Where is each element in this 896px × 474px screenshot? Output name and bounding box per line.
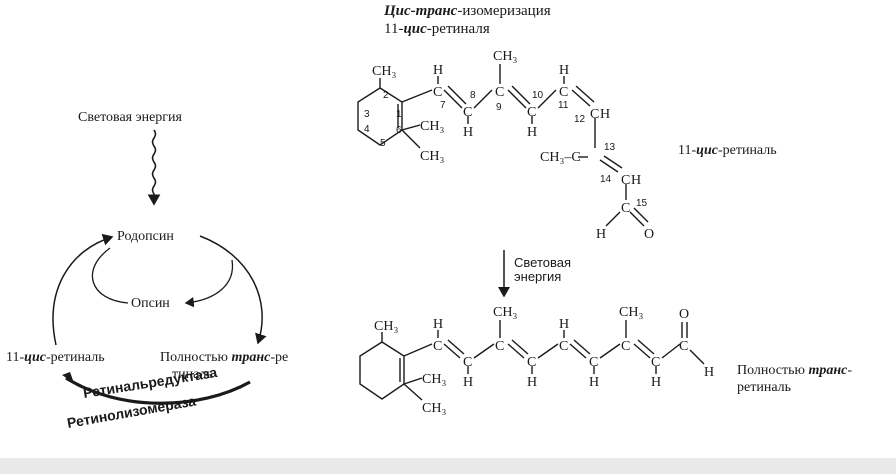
num-14: 14 bbox=[600, 174, 612, 185]
h-c12: H bbox=[600, 107, 610, 122]
light-energy-label: Световая энергия bbox=[78, 110, 182, 125]
c7: C bbox=[433, 85, 442, 100]
b-ch3-ring: CH₃ bbox=[374, 319, 398, 334]
num-1: 1 bbox=[396, 109, 402, 120]
cis-retinal-structure bbox=[357, 64, 649, 227]
h-c8: H bbox=[463, 125, 473, 140]
num-12: 12 bbox=[574, 114, 586, 125]
c9: C bbox=[495, 85, 504, 100]
b-h-c8: H bbox=[463, 375, 473, 390]
b-c7: C bbox=[433, 339, 442, 354]
ch3-gem2: CH₃ bbox=[420, 149, 444, 164]
b-h-c14: H bbox=[651, 375, 661, 390]
b-h-c10: H bbox=[527, 375, 537, 390]
b-h-c12: H bbox=[589, 375, 599, 390]
opsin-label: Опсин bbox=[131, 296, 170, 311]
cis-retinal-label: 11-цис-ретиналь bbox=[6, 350, 105, 365]
h-c7: H bbox=[433, 63, 443, 78]
ch3-c13: CH₃–C bbox=[540, 150, 581, 165]
b-ch3-gem1: CH₃ bbox=[422, 372, 446, 387]
b-c13: C bbox=[621, 339, 630, 354]
b-ch3-c9: CH₃ bbox=[493, 305, 517, 320]
isomerization-title: Цис-транс-изомеризация bbox=[384, 3, 551, 19]
b-c12: C bbox=[589, 355, 598, 370]
isomerization-subtitle: 11-цис-ретиналя bbox=[384, 21, 490, 37]
num-8: 8 bbox=[470, 90, 476, 101]
c14: C bbox=[621, 173, 630, 188]
b-c8: C bbox=[463, 355, 472, 370]
ch3-c9: CH₃ bbox=[493, 49, 517, 64]
rhodopsin-label: Родопсин bbox=[117, 229, 174, 244]
num-10: 10 bbox=[532, 90, 544, 101]
num-5: 5 bbox=[380, 138, 386, 149]
b-h-c15: H bbox=[704, 365, 714, 380]
h-c15: H bbox=[596, 227, 606, 242]
arc-cis-to-rhodopsin bbox=[52, 233, 114, 346]
ch3-ring: CH₃ bbox=[372, 64, 396, 79]
top-molecule-name: 11-цис-ретиналь bbox=[678, 143, 777, 158]
all-trans-retinal-label: Полностью транс-ре­ bbox=[160, 350, 289, 365]
c15: C bbox=[621, 201, 630, 216]
wavy-arrow bbox=[147, 129, 161, 206]
b-c9: C bbox=[495, 339, 504, 354]
num-6: 6 bbox=[396, 125, 402, 136]
b-c15: C bbox=[679, 339, 688, 354]
num-7: 7 bbox=[440, 100, 446, 111]
b-c10: C bbox=[527, 355, 536, 370]
arc-trans-to-cis bbox=[65, 376, 251, 405]
h-c10: H bbox=[527, 125, 537, 140]
c10: C bbox=[527, 105, 536, 120]
b-c14: C bbox=[651, 355, 660, 370]
trans-retinal-structure bbox=[359, 320, 705, 401]
c12-h: C bbox=[590, 107, 599, 122]
num-9: 9 bbox=[496, 102, 502, 113]
arc-rhodopsin-to-trans bbox=[199, 235, 267, 345]
num-2: 2 bbox=[383, 90, 389, 101]
bottom-molecule-name-line2: ретиналь bbox=[737, 380, 792, 395]
num-4: 4 bbox=[364, 124, 370, 135]
arc-to-opsin-right bbox=[184, 259, 234, 308]
b-o-c15: O bbox=[679, 307, 689, 322]
b-ch3-c13: CH₃ bbox=[619, 305, 643, 320]
all-trans-retinal-label-line2: тиналь bbox=[172, 367, 213, 382]
c11: C bbox=[559, 85, 568, 100]
num-11: 11 bbox=[558, 100, 569, 111]
b-h-c11: H bbox=[559, 317, 569, 332]
b-c11: C bbox=[559, 339, 568, 354]
h-c14: H bbox=[631, 173, 641, 188]
num-3: 3 bbox=[364, 109, 370, 120]
num-15: 15 bbox=[636, 198, 648, 209]
o-c15: O bbox=[644, 227, 654, 242]
bottom-band bbox=[0, 458, 896, 474]
b-ch3-gem2: CH₃ bbox=[422, 401, 446, 416]
num-13: 13 bbox=[604, 142, 616, 153]
b-h-c7: H bbox=[433, 317, 443, 332]
h-c11: H bbox=[559, 63, 569, 78]
enzyme-retinal-reductase: Ретинальредуктаза bbox=[82, 364, 218, 401]
arc-to-opsin-left bbox=[91, 247, 129, 304]
c8: C bbox=[463, 105, 472, 120]
ch3-gem1: CH₃ bbox=[420, 119, 444, 134]
bottom-molecule-name: Полностью транс- bbox=[737, 363, 852, 378]
